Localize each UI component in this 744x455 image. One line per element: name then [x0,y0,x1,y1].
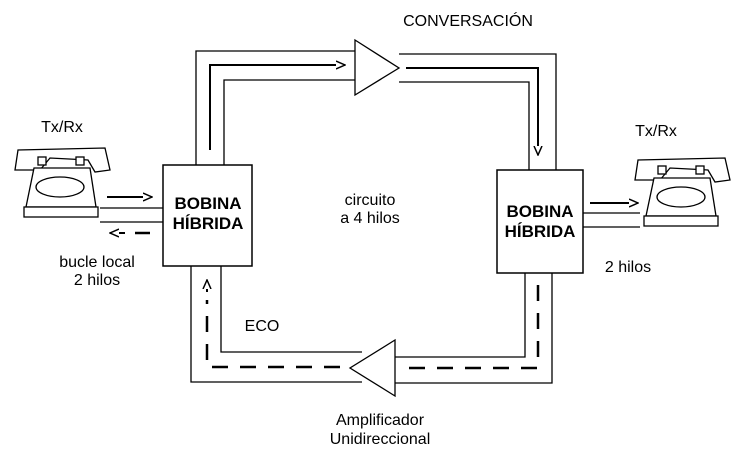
local-loop-label-1: bucle local [59,254,135,271]
right-local-loop [583,203,640,228]
bottom-return-path [190,266,553,384]
center-label-1: circuito [345,192,396,209]
right-telephone-icon [634,157,731,227]
amplifier-label-2: Unidireccional [330,431,431,448]
right-wires-label: 2 hilos [605,259,651,276]
right-hybrid-box [496,169,584,274]
left-hybrid-label-2: HÍBRIDA [173,214,244,233]
local-loop-label-2: 2 hilos [74,272,120,289]
left-hybrid-box [162,164,253,267]
right-hybrid-label-1: BOBINA [506,202,573,221]
left-phone-label: Tx/Rx [41,119,83,136]
left-telephone-icon [14,147,111,218]
right-phone-label: Tx/Rx [635,123,677,140]
center-label-2: a 4 hilos [340,210,400,227]
conversation-signal-arrow [209,65,538,155]
top-amplifier [354,38,401,97]
conversation-label: CONVERSACIÓN [403,11,533,30]
bottom-amplifier [348,338,396,398]
left-hybrid-label-1: BOBINA [174,194,241,213]
right-hybrid-label-2: HÍBRIDA [505,222,576,241]
amplifier-label-1: Amplificador [336,412,425,429]
top-transmit-path [195,50,557,170]
echo-label: ECO [245,318,280,335]
left-local-loop [100,197,163,233]
echo-signal-arrow [205,285,540,370]
